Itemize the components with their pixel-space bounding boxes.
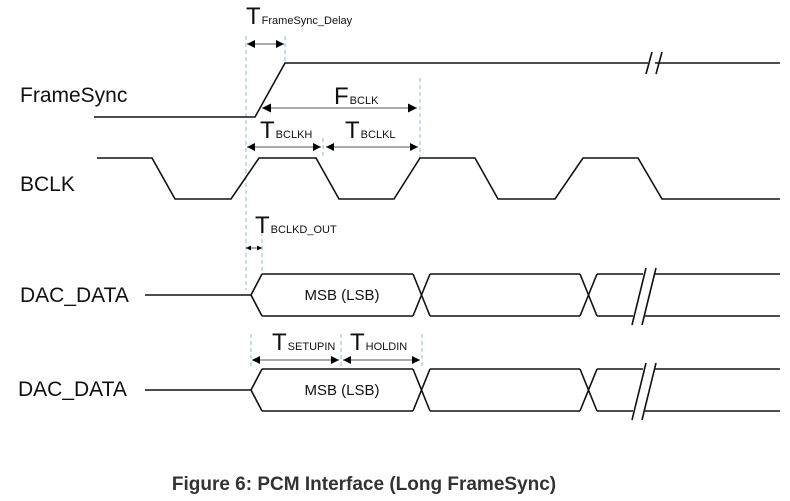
label-sub: BCLKD_OUT bbox=[271, 224, 337, 236]
tbclkh-label: TBCLKH bbox=[260, 117, 312, 144]
dac-data-2-value: MSB (LSB) bbox=[304, 382, 379, 399]
label-sub: BCLKH bbox=[276, 129, 313, 141]
tsetupin-label: TSETUPIN bbox=[272, 329, 335, 356]
dac-data-2-bus: MSB (LSB) bbox=[145, 362, 780, 421]
signal-label-dac-data-2: DAC_DATA bbox=[18, 378, 127, 401]
label-sub: BCLK bbox=[350, 95, 379, 107]
label-main: T bbox=[272, 329, 287, 356]
tbclkh-annotation: TBCLKH bbox=[247, 117, 321, 151]
label-main: T bbox=[260, 117, 275, 144]
dac-data-1-bus: MSB (LSB) bbox=[145, 267, 780, 326]
bclk-waveform bbox=[97, 157, 780, 200]
tbclkd-out-annotation: TBCLKD_OUT bbox=[246, 212, 337, 251]
bus-cross bbox=[579, 368, 598, 412]
label-main: T bbox=[350, 329, 365, 356]
tholdin-label: THOLDIN bbox=[350, 329, 407, 356]
signal-label-framesync: FrameSync bbox=[20, 84, 127, 107]
label-sub: FrameSync_Delay bbox=[262, 15, 353, 27]
label-sub: SETUPIN bbox=[288, 341, 336, 353]
label-sub: HOLDIN bbox=[366, 341, 408, 353]
tbclkl-label: TBCLKL bbox=[345, 117, 396, 144]
dac-data-1-value: MSB (LSB) bbox=[304, 287, 379, 304]
tbclkl-annotation: TBCLKL bbox=[326, 117, 418, 151]
signal-label-bclk: BCLK bbox=[20, 173, 75, 196]
tholdin-annotation: THOLDIN bbox=[343, 329, 420, 364]
break-mark-icon bbox=[631, 362, 647, 421]
label-main: T bbox=[246, 3, 261, 30]
bus-edge bbox=[250, 368, 263, 412]
break-mark-icon bbox=[641, 362, 657, 421]
bus-cross bbox=[579, 273, 598, 317]
label-sub: BCLKL bbox=[361, 129, 396, 141]
break-mark-icon bbox=[655, 51, 663, 75]
tbclkd-out-label: TBCLKD_OUT bbox=[255, 212, 337, 239]
break-mark-icon bbox=[641, 267, 657, 326]
bus-cross bbox=[412, 368, 431, 412]
tsetupin-annotation: TSETUPIN bbox=[252, 329, 339, 364]
break-mark-icon bbox=[631, 267, 647, 326]
label-main: F bbox=[334, 83, 349, 110]
bus-edge bbox=[250, 273, 263, 317]
label-main: T bbox=[255, 212, 270, 239]
tframesync-delay-label: TFrameSync_Delay bbox=[246, 3, 353, 30]
fbclk-label: FBCLK bbox=[334, 83, 379, 110]
bus-cross bbox=[412, 273, 431, 317]
framesync-line bbox=[94, 62, 648, 118]
framesync-waveform bbox=[94, 51, 780, 118]
fbclk-annotation: FBCLK bbox=[262, 83, 417, 113]
tframesync-delay-annotation: TFrameSync_Delay bbox=[246, 3, 353, 48]
break-mark-icon bbox=[645, 51, 653, 75]
signal-label-dac-data-1: DAC_DATA bbox=[20, 284, 129, 307]
label-main: T bbox=[345, 117, 360, 144]
figure-caption: Figure 6: PCM Interface (Long FrameSync) bbox=[172, 474, 556, 495]
